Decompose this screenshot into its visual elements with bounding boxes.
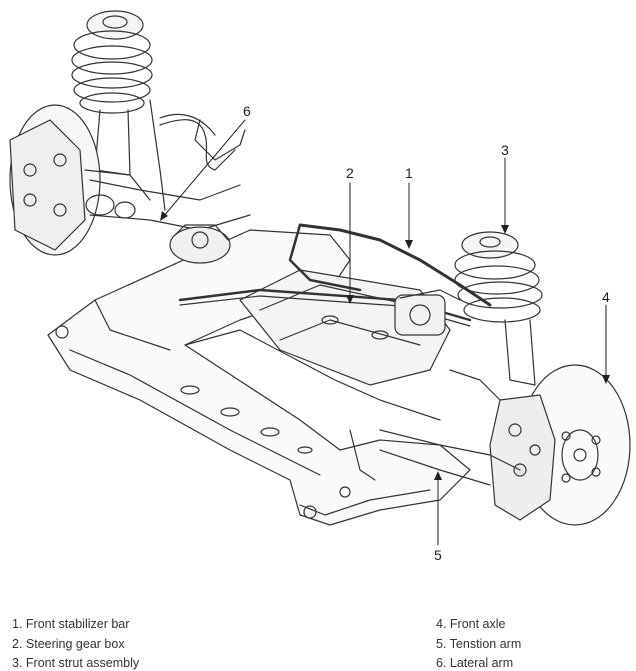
steering-gear-box (178, 288, 472, 336)
legend-item-3: 3. Front strut assembly (12, 656, 140, 670)
left-lateral-arm (85, 113, 251, 231)
suspension-diagram: 1 2 3 4 5 6 (9, 10, 631, 563)
legend-item-4: 4. Front axle (436, 617, 506, 631)
right-strut-assembly (454, 231, 543, 386)
callout-6: 6 (243, 103, 251, 119)
callout-2: 2 (346, 165, 354, 181)
callout-3: 3 (501, 142, 509, 158)
left-strut-assembly (71, 10, 166, 211)
callout-lines (162, 119, 607, 546)
brake-line (159, 119, 236, 171)
left-brake-disc (9, 104, 151, 256)
legend-item-1: 1. Front stabilizer bar (12, 617, 130, 631)
callout-1: 1 (405, 165, 413, 181)
right-tension-arm (379, 369, 521, 486)
left-mount (169, 224, 231, 264)
callout-5: 5 (434, 547, 442, 563)
legend-item-2: 2. Steering gear box (12, 637, 125, 651)
right-caliper (489, 394, 556, 521)
legend-item-6: 6. Lateral arm (436, 656, 514, 670)
callout-4: 4 (602, 289, 610, 305)
subframe (47, 229, 471, 526)
legend-item-5: 5. Tenstion arm (436, 637, 522, 651)
